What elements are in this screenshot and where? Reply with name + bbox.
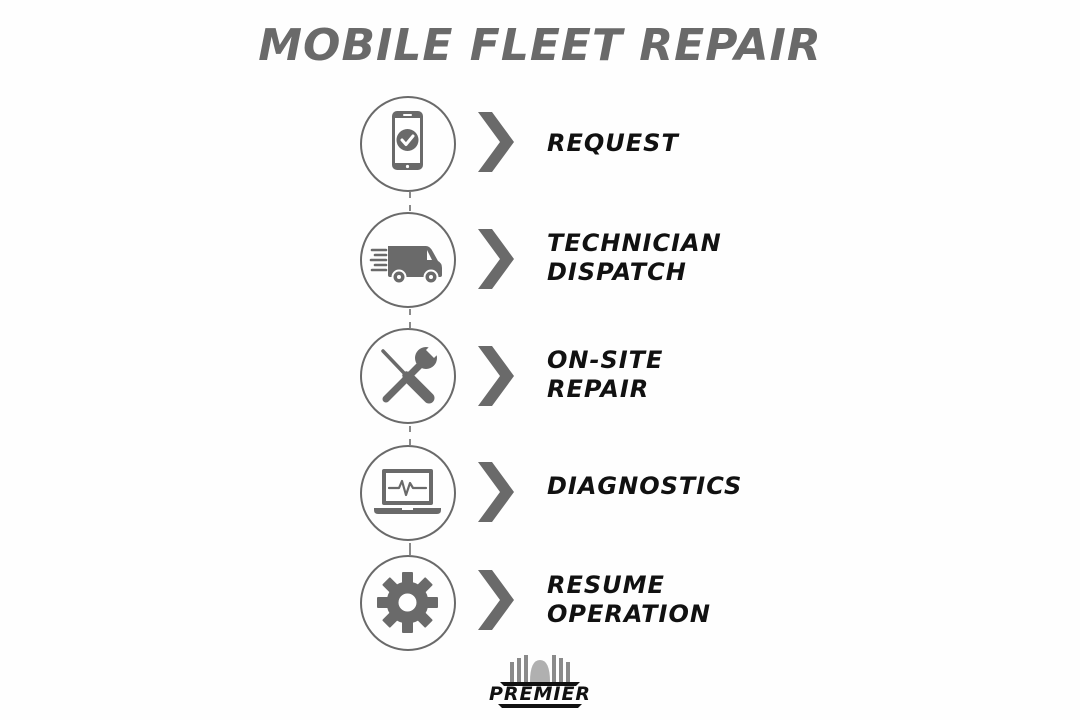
gear-icon (377, 572, 438, 633)
logo-text: PREMIER (488, 683, 592, 705)
delivery-van-icon (369, 246, 442, 285)
chevron-right-icon (478, 229, 514, 289)
step-label: DIAGNOSTICS (547, 472, 742, 501)
step-label: REQUEST (547, 129, 679, 158)
premier-logo-emblem (498, 655, 582, 708)
wrench-screwdriver-icon (381, 342, 442, 404)
chevron-right-icon (478, 462, 514, 522)
step-label-line: ON-SITE (547, 346, 664, 374)
step-label-line: RESUME (547, 571, 665, 599)
step-repair-circle (360, 328, 456, 424)
laptop-heartbeat-icon (374, 469, 441, 514)
step-dispatch-circle (360, 212, 456, 308)
step-label-line: DIAGNOSTICS (547, 472, 743, 500)
step-label-line: REPAIR (547, 375, 650, 403)
step-diagnostics-circle (360, 445, 456, 541)
premier-logo: PREMIER (470, 652, 610, 710)
step-label-line: OPERATION (547, 600, 711, 628)
step-label: ON-SITE REPAIR (547, 346, 663, 404)
step-label: RESUME OPERATION (547, 571, 711, 629)
chevron-right-icon (478, 570, 514, 630)
connector-line (409, 192, 411, 211)
step-request-circle (360, 96, 456, 192)
step-label-line: TECHNICIAN (547, 229, 722, 257)
chevron-right-icon (478, 112, 514, 172)
smartphone-check-icon (392, 111, 423, 170)
connector-line (409, 543, 411, 555)
step-label: TECHNICIAN DISPATCH (547, 229, 722, 287)
connector-line (409, 309, 411, 328)
chevron-right-icon (478, 346, 514, 406)
step-label-line: DISPATCH (547, 258, 687, 286)
step-resume-circle (360, 555, 456, 651)
step-label-line: REQUEST (547, 129, 679, 157)
page-title: MOBILE FLEET REPAIR (258, 20, 822, 71)
connector-line (409, 426, 411, 445)
